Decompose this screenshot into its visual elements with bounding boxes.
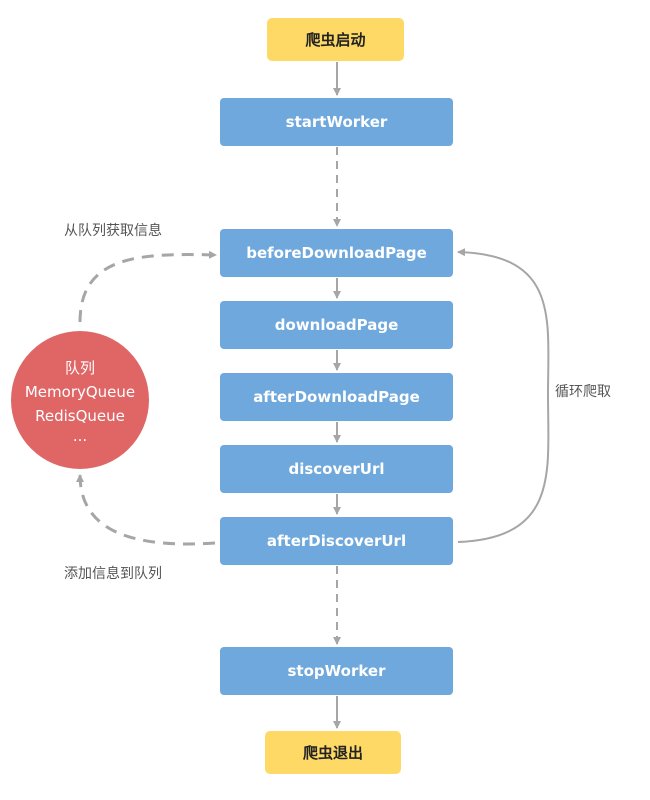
queue-item-more: ... bbox=[72, 427, 88, 445]
before-download-page-node: beforeDownloadPage bbox=[220, 229, 453, 277]
spider-exit-node: 爬虫退出 bbox=[265, 731, 401, 774]
start-worker-node: startWorker bbox=[220, 98, 453, 146]
queue-item-redis: RedisQueue bbox=[35, 407, 125, 425]
queue-title: 队列 bbox=[64, 359, 95, 377]
queue-item-memory: MemoryQueue bbox=[24, 383, 136, 401]
label-get-from-queue: 从队列获取信息 bbox=[64, 223, 162, 239]
edge-afterdiscover-to-queue bbox=[76, 474, 216, 546]
edge-queue-to-beforedownload bbox=[78, 250, 217, 323]
after-download-page-node: afterDownloadPage bbox=[220, 373, 453, 421]
edge-loop-crawl bbox=[457, 248, 550, 543]
label-add-to-queue: 添加信息到队列 bbox=[64, 566, 162, 582]
queue-node: 队列 MemoryQueue RedisQueue ... bbox=[11, 331, 149, 469]
label-loop-crawl: 循环爬取 bbox=[555, 384, 611, 400]
after-discover-url-node: afterDiscoverUrl bbox=[220, 517, 453, 565]
spider-start-node: 爬虫启动 bbox=[267, 18, 404, 61]
discover-url-node: discoverUrl bbox=[220, 445, 453, 493]
download-page-node: downloadPage bbox=[220, 301, 453, 349]
stop-worker-node: stopWorker bbox=[220, 647, 453, 695]
